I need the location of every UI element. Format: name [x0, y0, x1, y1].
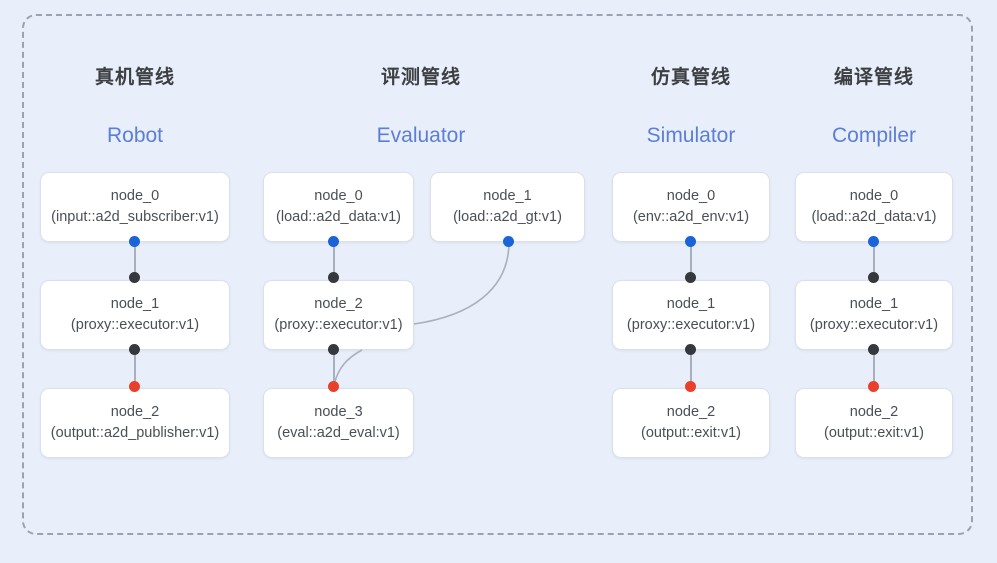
column-title-cn-simulator: 仿真管线	[650, 67, 731, 88]
port-input-dot-black[interactable]	[685, 272, 696, 283]
node-box-evaluator-2[interactable]: node_2 (proxy::executor:v1)	[263, 280, 414, 350]
node-name: node_1	[666, 295, 716, 312]
node-box-simulator-1[interactable]: node_1 (proxy::executor:v1)	[612, 280, 770, 350]
node-type: (output::exit:v1)	[824, 425, 924, 441]
port-output-dot-blue-gt[interactable]	[503, 236, 514, 247]
node-name: node_1	[849, 295, 899, 312]
node-name: node_2	[110, 403, 160, 420]
node-name: node_2	[314, 295, 363, 312]
node-box-compiler-2[interactable]: node_2 (output::exit:v1)	[795, 388, 953, 458]
port-output-dot-black[interactable]	[129, 344, 140, 355]
edge-evaluator-0-to-2	[333, 242, 335, 280]
node-type: (input::a2d_subscriber:v1)	[51, 209, 219, 225]
port-input-dot-red[interactable]	[328, 381, 339, 392]
port-input-dot-red[interactable]	[868, 381, 879, 392]
column-title-en-evaluator: Evaluator	[376, 124, 466, 147]
port-output-dot-blue[interactable]	[328, 236, 339, 247]
node-type: (output::exit:v1)	[641, 425, 741, 441]
node-name: node_0	[666, 187, 716, 204]
node-box-robot-1[interactable]: node_1 (proxy::executor:v1)	[40, 280, 230, 350]
node-box-robot-2[interactable]: node_2 (output::a2d_publisher:v1)	[40, 388, 230, 458]
edge-simulator-0-to-1	[690, 242, 692, 280]
port-input-dot-red[interactable]	[129, 381, 140, 392]
node-name: node_1	[483, 187, 532, 204]
node-name: node_3	[314, 403, 363, 420]
node-type: (env::a2d_env:v1)	[632, 209, 750, 225]
port-input-dot-red[interactable]	[685, 381, 696, 392]
node-name: node_0	[849, 187, 899, 204]
column-title-en-compiler: Compiler	[831, 124, 917, 147]
port-output-dot-black[interactable]	[328, 344, 339, 355]
node-type: (eval::a2d_eval:v1)	[277, 425, 400, 441]
node-type: (output::a2d_publisher:v1)	[50, 425, 220, 441]
port-output-dot-black[interactable]	[685, 344, 696, 355]
column-title-cn-robot: 真机管线	[94, 67, 175, 88]
node-name: node_1	[110, 295, 160, 312]
column-title-en-simulator: Simulator	[646, 124, 736, 147]
column-title-en-robot: Robot	[106, 124, 164, 147]
node-name: node_0	[314, 187, 363, 204]
node-type: (proxy::executor:v1)	[70, 317, 200, 333]
node-type: (load::a2d_gt:v1)	[453, 209, 562, 225]
node-type: (proxy::executor:v1)	[274, 317, 403, 333]
node-type: (proxy::executor:v1)	[626, 317, 756, 333]
edge-simulator-1-to-2	[690, 350, 692, 388]
node-box-simulator-2[interactable]: node_2 (output::exit:v1)	[612, 388, 770, 458]
node-box-simulator-0[interactable]: node_0 (env::a2d_env:v1)	[612, 172, 770, 242]
node-box-evaluator-1-gt[interactable]: node_1 (load::a2d_gt:v1)	[430, 172, 585, 242]
port-input-dot-black[interactable]	[328, 272, 339, 283]
node-box-compiler-0[interactable]: node_0 (load::a2d_data:v1)	[795, 172, 953, 242]
edge-robot-1-to-2	[134, 350, 136, 388]
port-output-dot-black[interactable]	[868, 344, 879, 355]
node-type: (load::a2d_data:v1)	[276, 209, 401, 225]
edge-compiler-0-to-1	[873, 242, 875, 280]
node-name: node_0	[110, 187, 160, 204]
port-output-dot-blue[interactable]	[685, 236, 696, 247]
edge-robot-0-to-1	[134, 242, 136, 280]
port-output-dot-blue[interactable]	[868, 236, 879, 247]
node-name: node_2	[849, 403, 899, 420]
node-name: node_2	[666, 403, 716, 420]
node-box-evaluator-3[interactable]: node_3 (eval::a2d_eval:v1)	[263, 388, 414, 458]
edge-compiler-1-to-2	[873, 350, 875, 388]
port-input-dot-black[interactable]	[868, 272, 879, 283]
node-box-evaluator-0[interactable]: node_0 (load::a2d_data:v1)	[263, 172, 414, 242]
node-type: (proxy::executor:v1)	[809, 317, 939, 333]
port-output-dot-blue[interactable]	[129, 236, 140, 247]
column-title-cn-compiler: 编译管线	[833, 67, 914, 88]
column-title-cn-evaluator: 评测管线	[380, 67, 461, 88]
node-box-compiler-1[interactable]: node_1 (proxy::executor:v1)	[795, 280, 953, 350]
port-input-dot-black[interactable]	[129, 272, 140, 283]
node-type: (load::a2d_data:v1)	[811, 209, 937, 225]
node-box-robot-0[interactable]: node_0 (input::a2d_subscriber:v1)	[40, 172, 230, 242]
